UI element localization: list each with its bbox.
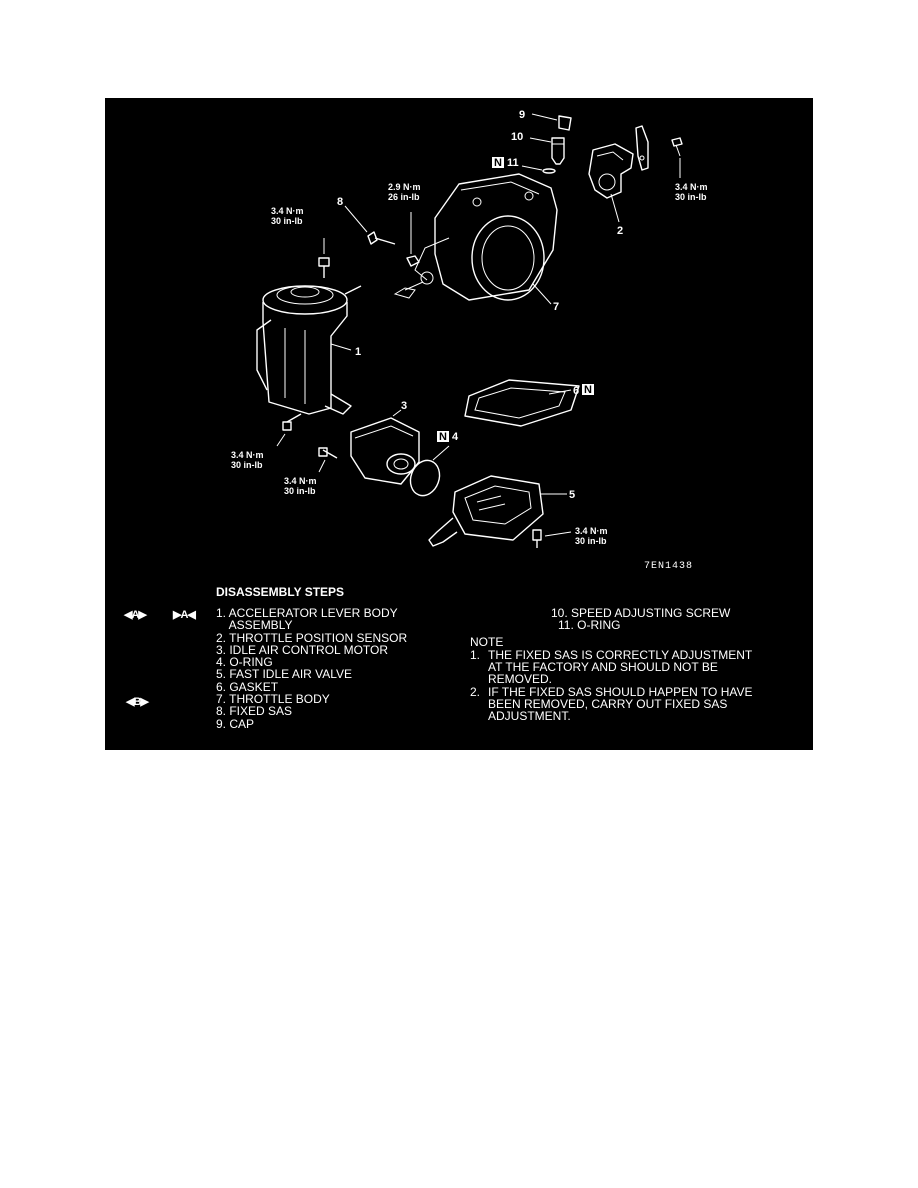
callout-2: 2 [617, 225, 623, 237]
lever-body-lower-screw [276, 413, 302, 447]
throttle-body-nut [406, 212, 420, 267]
callout-7: 7 [553, 301, 559, 313]
torque-lever-b: 30 in-lb [271, 216, 303, 226]
callout-8: 8 [337, 196, 343, 208]
torque-lower1-b: 30 in-lb [231, 460, 263, 470]
badge-a-left: ◀A▶ [124, 609, 147, 621]
tps-screw [671, 137, 683, 178]
n-badge-4-text: N [439, 431, 447, 443]
part-o-ring [409, 445, 450, 497]
part-speed-adjusting-screw [529, 137, 565, 165]
torque-lower1-a: 3.4 N·m [231, 450, 264, 460]
part-fixed-sas [344, 205, 396, 245]
note-1-line2: AT THE FACTORY AND SHOULD NOT BE [488, 660, 718, 674]
n-badge-11-text: N [494, 157, 502, 169]
step-1-cont: ASSEMBLY [216, 618, 293, 633]
steps-list-right: 10. SPEED ADJUSTING SCREW 11. O-RING [551, 607, 730, 632]
torque-tps-b: 30 in-lb [675, 192, 707, 202]
torque-fiav-b: 30 in-lb [575, 536, 607, 546]
torque-iac-a: 3.4 N·m [284, 476, 317, 486]
step-4: 4. O-RING [216, 655, 273, 670]
note-2-line3: ADJUSTMENT. [488, 709, 571, 723]
badge-a-right: ▶A◀ [173, 609, 196, 621]
torque-tb-a: 2.9 N·m [388, 182, 421, 192]
step-7: 7. THROTTLE BODY [216, 692, 330, 707]
torque-iac-b: 30 in-lb [284, 486, 316, 496]
callout-5: 5 [569, 489, 575, 501]
torque-tb-b: 26 in-lb [388, 192, 420, 202]
part-cap [531, 113, 572, 131]
note-1-num: 1. [470, 648, 481, 662]
badge-b: ◀B▶ [126, 696, 149, 708]
callout-1: 1 [355, 346, 361, 358]
n-badge-6-text: N [584, 384, 592, 396]
part-idle-air-control-motor [350, 409, 420, 485]
part-o-ring-small [521, 165, 556, 174]
lever-body-screw [318, 238, 330, 278]
callout-10: 10 [511, 131, 523, 143]
note-1-line3: REMOVED. [488, 672, 553, 686]
note-2-num: 2. [470, 685, 481, 699]
part-throttle-body [393, 173, 558, 305]
callout-9: 9 [519, 109, 525, 121]
figure-code: 7EN1438 [644, 561, 693, 572]
part-accelerator-lever-body [256, 285, 362, 415]
iac-screw [318, 447, 338, 473]
step-8: 8. FIXED SAS [216, 704, 293, 719]
callout-11: 11 [507, 157, 519, 169]
exploded-view-diagram: 9 10 N 11 2 3.4 N·m 30 in-lb [231, 109, 708, 572]
note-2-line1: IF THE FIXED SAS SHOULD HAPPEN TO HAVE [488, 685, 753, 699]
step-6: 6. GASKET [216, 679, 279, 694]
part-throttle-position-sensor [588, 143, 634, 223]
note-2-line2: BEEN REMOVED, CARRY OUT FIXED SAS [488, 697, 728, 711]
torque-tps-a: 3.4 N·m [675, 182, 708, 192]
n-badge-4 [437, 431, 449, 442]
n-badge-11 [492, 157, 504, 168]
note-1-line1: THE FIXED SAS IS CORRECTLY ADJUSTMENT [488, 648, 753, 662]
fiav-screw [532, 529, 572, 548]
step-11: 11. O-RING [558, 618, 621, 633]
callout-3: 3 [401, 400, 407, 412]
torque-fiav-a: 3.4 N·m [575, 526, 608, 536]
step-3: 3. IDLE AIR CONTROL MOTOR [216, 642, 389, 657]
step-10: 10. SPEED ADJUSTING SCREW [551, 606, 731, 620]
torque-lever-a: 3.4 N·m [271, 206, 304, 216]
steps-list: 1. ACCELERATOR LEVER BODY ASSEMBLY 2. TH… [216, 607, 407, 730]
tps-bracket [635, 125, 649, 171]
n-badge-6 [582, 384, 594, 395]
callout-6: 6 [573, 385, 579, 397]
part-fast-idle-air-valve [428, 475, 567, 547]
steps-title: DISASSEMBLY STEPS [216, 585, 345, 599]
step-2: 2. THROTTLE POSITION SENSOR [216, 630, 408, 645]
part-gasket [464, 379, 580, 427]
callout-4: 4 [452, 431, 459, 443]
step-1: 1. ACCELERATOR LEVER BODY [216, 606, 398, 620]
note-title: NOTE [470, 635, 504, 649]
step-5: 5. FAST IDLE AIR VALVE [216, 667, 353, 682]
step-9: 9. CAP [216, 716, 255, 731]
diagram-panel: 9 10 N 11 2 3.4 N·m 30 in-lb [105, 98, 813, 750]
